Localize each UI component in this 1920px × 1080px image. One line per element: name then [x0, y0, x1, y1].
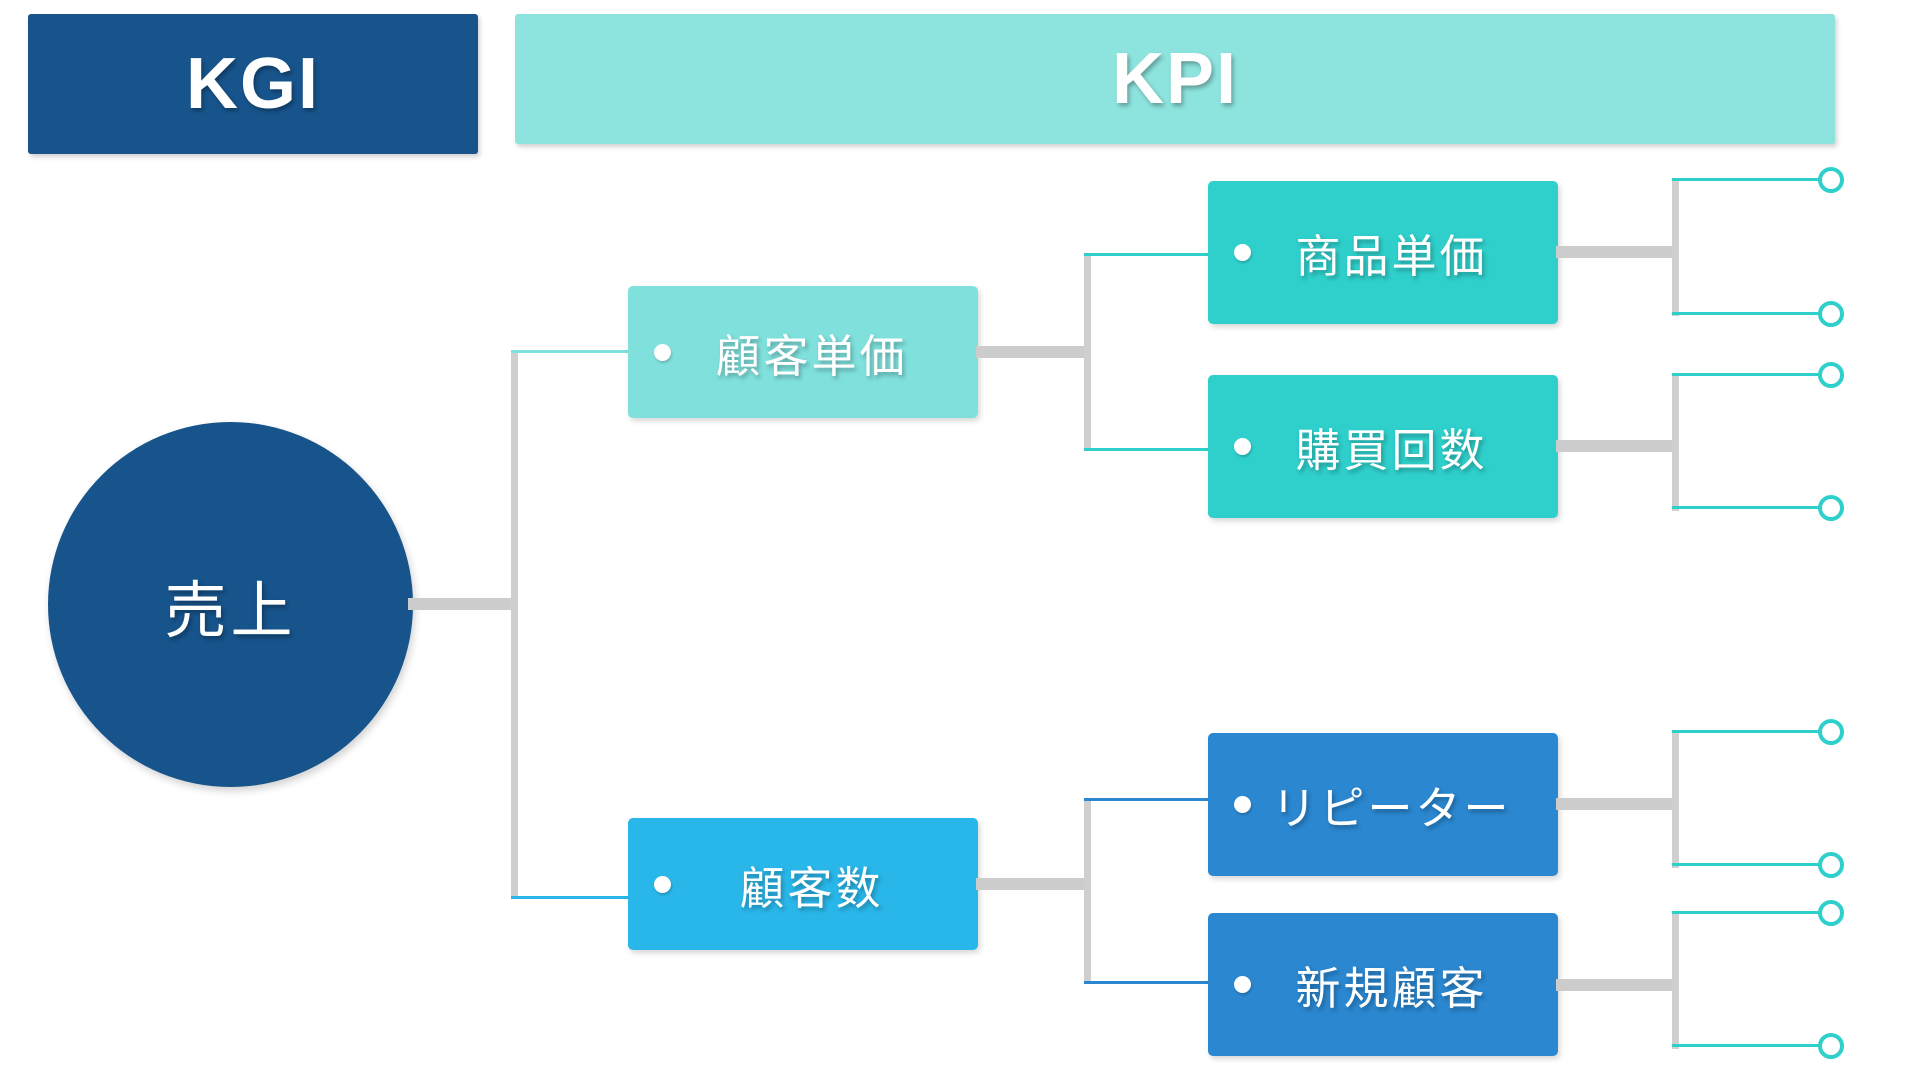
node-kyakutanka[interactable]: 顧客単価 [628, 286, 978, 418]
endpoint-circle-3[interactable] [1818, 362, 1844, 388]
endpoint-circle-2[interactable] [1818, 301, 1844, 327]
connector-endpoint-line-4 [1672, 506, 1820, 509]
connector-kyakutanka-stub [976, 346, 1086, 358]
node-shinki[interactable]: 新規顧客 [1208, 913, 1558, 1056]
node-shohintanka[interactable]: 商品単価 [1208, 181, 1558, 324]
kpi-header-banner: KPI [515, 14, 1835, 144]
connector-endpoint-line-3 [1672, 373, 1820, 376]
node-kyakusu[interactable]: 顧客数 [628, 818, 978, 950]
connector-endpoint-line-7 [1672, 911, 1820, 914]
bullet-icon [1234, 796, 1251, 813]
root-node-sales[interactable]: 売上 [48, 422, 413, 787]
connector-branch-repeater [1084, 798, 1212, 801]
connector-root-trunk [511, 350, 518, 898]
connector-kobaikaisu-stub [1556, 440, 1674, 452]
endpoint-circle-4[interactable] [1818, 495, 1844, 521]
node-kyakutanka-label: 顧客単価 [715, 330, 908, 382]
bullet-icon [1234, 244, 1251, 261]
connector-shohintanka-stub [1556, 246, 1674, 258]
endpoint-circle-5[interactable] [1818, 719, 1844, 745]
connector-endpoint-line-8 [1672, 1044, 1820, 1047]
bullet-icon [654, 875, 671, 893]
connector-endpoint-line-2 [1672, 312, 1820, 315]
connector-branch-shohintanka [1084, 253, 1212, 256]
node-kobaikaisu[interactable]: 購買回数 [1208, 375, 1558, 518]
node-kobaikaisu-label: 購買回数 [1295, 425, 1488, 476]
connector-shinki-trunk [1672, 911, 1679, 1049]
node-repeater[interactable]: リピーター [1208, 733, 1558, 876]
endpoint-circle-1[interactable] [1818, 167, 1844, 193]
connector-branch-kobaikaisu [1084, 448, 1212, 451]
kgi-header-banner: KGI [28, 14, 478, 154]
connector-kyakusu-trunk [1084, 798, 1091, 984]
connector-endpoint-line-5 [1672, 730, 1820, 733]
bullet-icon [1234, 438, 1251, 455]
connector-endpoint-line-1 [1672, 178, 1820, 181]
bullet-icon [654, 343, 671, 361]
connector-shinki-stub [1556, 979, 1674, 991]
kpi-header-label: KPI [1111, 39, 1239, 119]
node-repeater-label: リピーター [1271, 783, 1512, 834]
kgi-header-label: KGI [185, 44, 320, 124]
endpoint-circle-6[interactable] [1818, 852, 1844, 878]
connector-endpoint-line-6 [1672, 863, 1820, 866]
node-shohintanka-label: 商品単価 [1295, 231, 1488, 282]
node-shinki-label: 新規顧客 [1295, 963, 1488, 1014]
connector-repeater-trunk [1672, 730, 1679, 868]
connector-kobaikaisu-trunk [1672, 373, 1679, 511]
connector-root-stub [408, 598, 513, 610]
bullet-icon [1234, 976, 1251, 993]
connector-kyakutanka-trunk [1084, 253, 1091, 451]
connector-branch-shinki [1084, 981, 1212, 984]
connector-repeater-stub [1556, 798, 1674, 810]
endpoint-circle-8[interactable] [1818, 1033, 1844, 1059]
connector-shohintanka-trunk [1672, 178, 1679, 316]
endpoint-circle-7[interactable] [1818, 900, 1844, 926]
connector-branch-kyakutanka [511, 350, 631, 353]
connector-branch-kyakusu [511, 896, 631, 899]
connector-kyakusu-stub [976, 878, 1086, 890]
node-kyakusu-label: 顧客数 [739, 862, 884, 914]
root-node-label: 売上 [164, 576, 297, 646]
